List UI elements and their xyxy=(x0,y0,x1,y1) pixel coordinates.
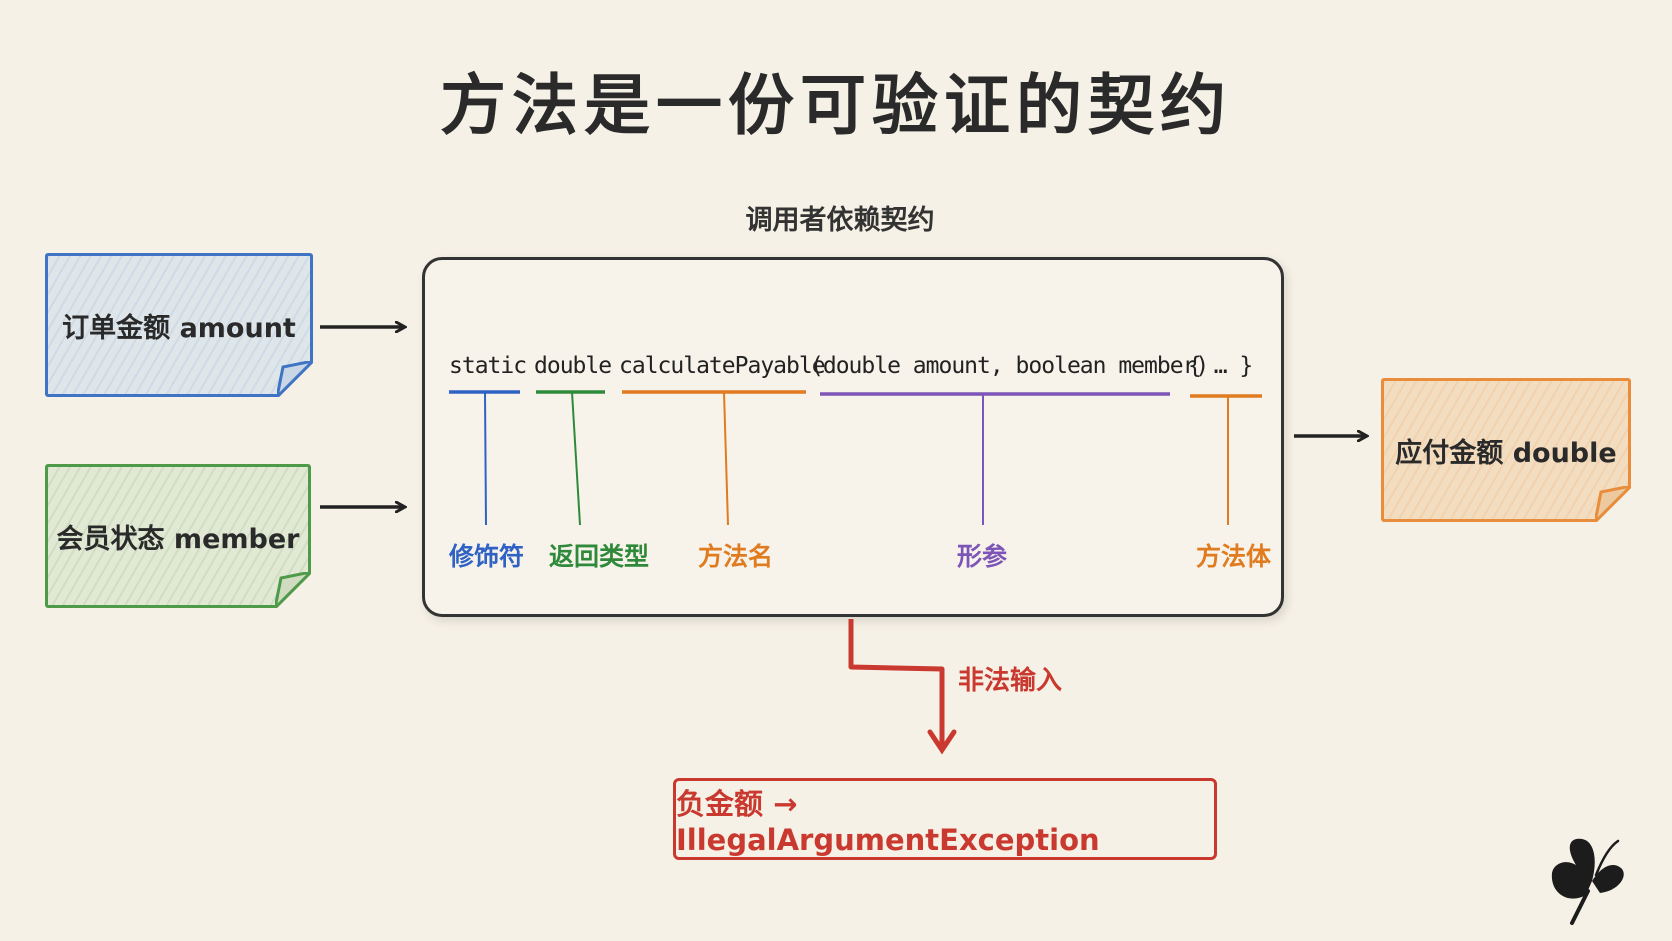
note-fold-icon xyxy=(277,361,313,397)
label-method-name: 方法名 xyxy=(698,542,774,571)
output-note: 应付金额 double xyxy=(1381,378,1631,522)
signature-modifier: static xyxy=(449,353,527,379)
label-body: 方法体 xyxy=(1196,542,1272,571)
note-fold-icon xyxy=(275,572,311,608)
label-params: 形参 xyxy=(957,542,1008,571)
signature-return-type: double xyxy=(534,353,612,379)
diagram-title: 方法是一份可验证的契约 xyxy=(440,67,1232,144)
input-amount-label: 订单金额 amount xyxy=(62,312,296,344)
label-return-type: 返回类型 xyxy=(549,542,650,571)
input-note-amount: 订单金额 amount xyxy=(45,253,313,397)
error-box: 负金额 → IllegalArgumentException xyxy=(673,778,1217,860)
leader-return-type xyxy=(571,391,581,526)
signature-body: { … } xyxy=(1188,353,1253,379)
signature-params: (double amount, boolean member) xyxy=(810,353,1209,379)
illegal-input-label: 非法输入 xyxy=(958,666,1063,696)
note-fold-icon xyxy=(1595,486,1631,522)
error-text: 负金额 → IllegalArgumentException xyxy=(676,787,1100,857)
output-label: 应付金额 double xyxy=(1395,437,1617,469)
leader-method-name xyxy=(723,391,729,526)
signature-method-name: calculatePayable xyxy=(619,353,826,379)
leader-modifier xyxy=(484,391,487,526)
input-note-member: 会员状态 member xyxy=(45,464,311,608)
input-member-label: 会员状态 member xyxy=(56,523,300,555)
label-modifier: 修饰符 xyxy=(449,542,525,571)
contract-caption: 调用者依赖契约 xyxy=(745,205,935,236)
butterfly-icon xyxy=(1551,838,1624,925)
illegal-input-arrow xyxy=(848,619,957,755)
contract-box xyxy=(422,257,1284,617)
